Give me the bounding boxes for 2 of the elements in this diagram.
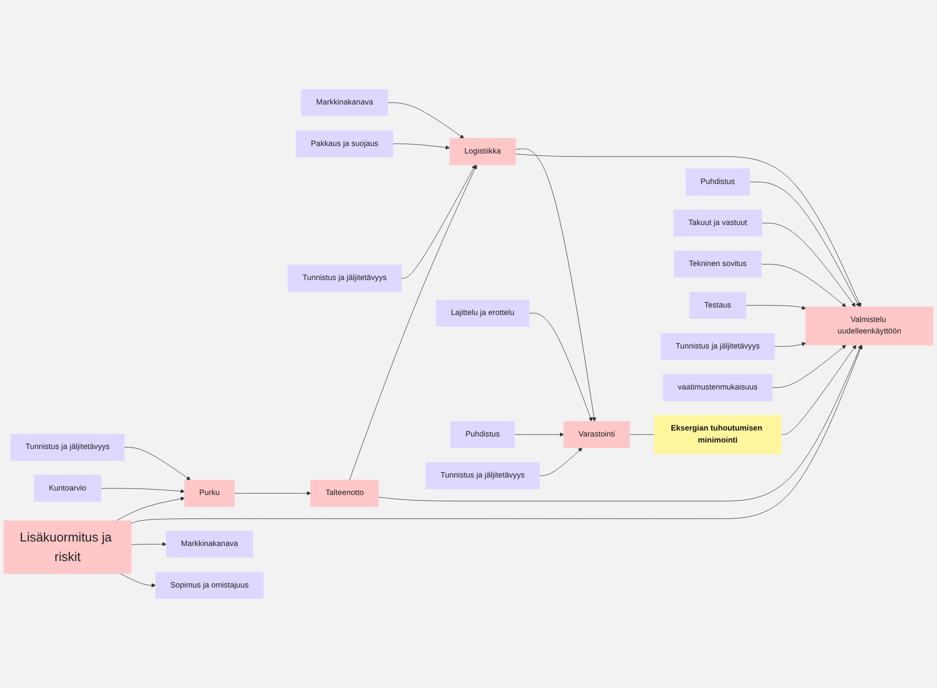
connector	[629, 434, 654, 435]
node-box: Lisäkuormitus ja riskit	[4, 520, 132, 574]
